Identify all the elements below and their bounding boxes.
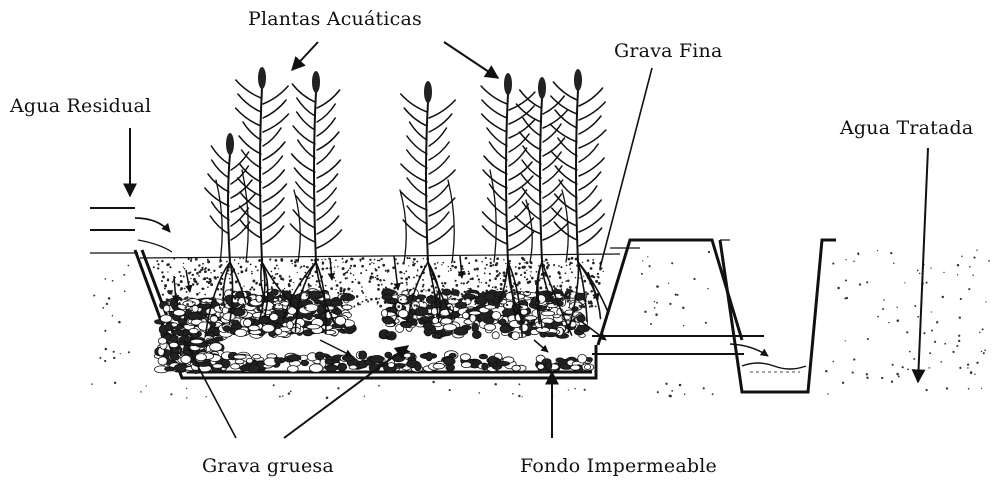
ground-layer [90,240,730,253]
arrow-grava-fina [600,68,652,268]
label-plantas-acuaticas: Plantas Acuáticas [248,8,422,30]
label-agua-residual: Agua Residual [10,95,151,117]
label-grava-gruesa: Grava gruesa [202,455,334,477]
collection-tank [720,240,836,392]
arrow-agua-tratada [918,148,928,382]
outlet-berm [598,240,742,345]
label-grava-fina: Grava Fina [614,40,723,62]
label-fondo-impermeable: Fondo Impermeable [520,455,717,477]
label-agua-tratada: Agua Tratada [840,117,973,139]
arrow-plantas-left [292,42,318,70]
coarse-gravel [154,289,594,374]
inlet-pipe [90,208,172,252]
aquatic-plants [205,67,606,262]
arrow-plantas-right [444,42,498,78]
